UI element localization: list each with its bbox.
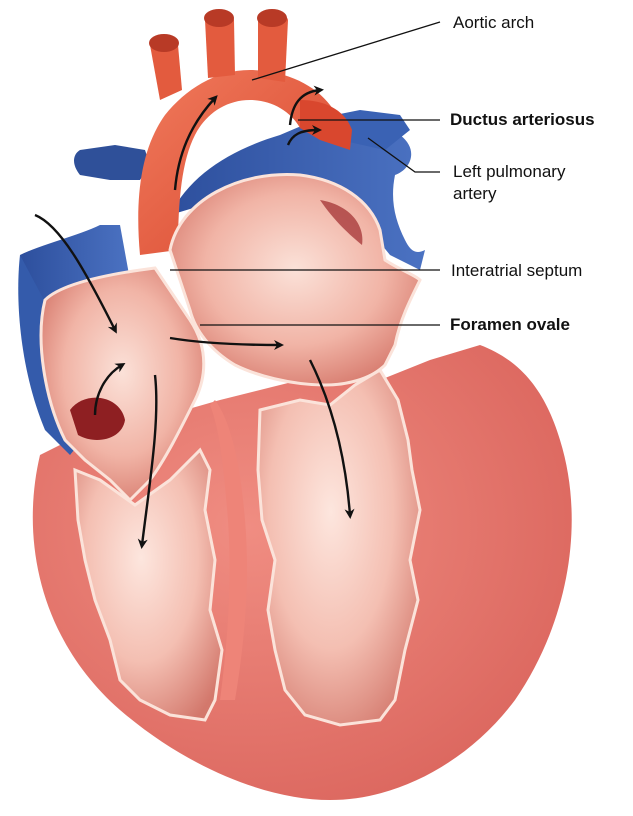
label-interatrial-septum: Interatrial septum (451, 260, 582, 281)
label-left-pulmonary-artery-line1: Left pulmonary (453, 161, 565, 182)
right-pulmonary-artery-stub (74, 145, 150, 180)
left-ventricle (258, 370, 420, 725)
label-left-pulmonary-artery-line2: artery (453, 183, 496, 204)
aortic-branch-2-opening (204, 9, 234, 27)
label-foramen-ovale: Foramen ovale (450, 314, 570, 335)
label-ductus-arteriosus: Ductus arteriosus (450, 109, 595, 130)
aortic-branch-3-opening (257, 9, 287, 27)
aortic-branch-1-opening (149, 34, 179, 52)
label-aortic-arch: Aortic arch (453, 12, 534, 33)
